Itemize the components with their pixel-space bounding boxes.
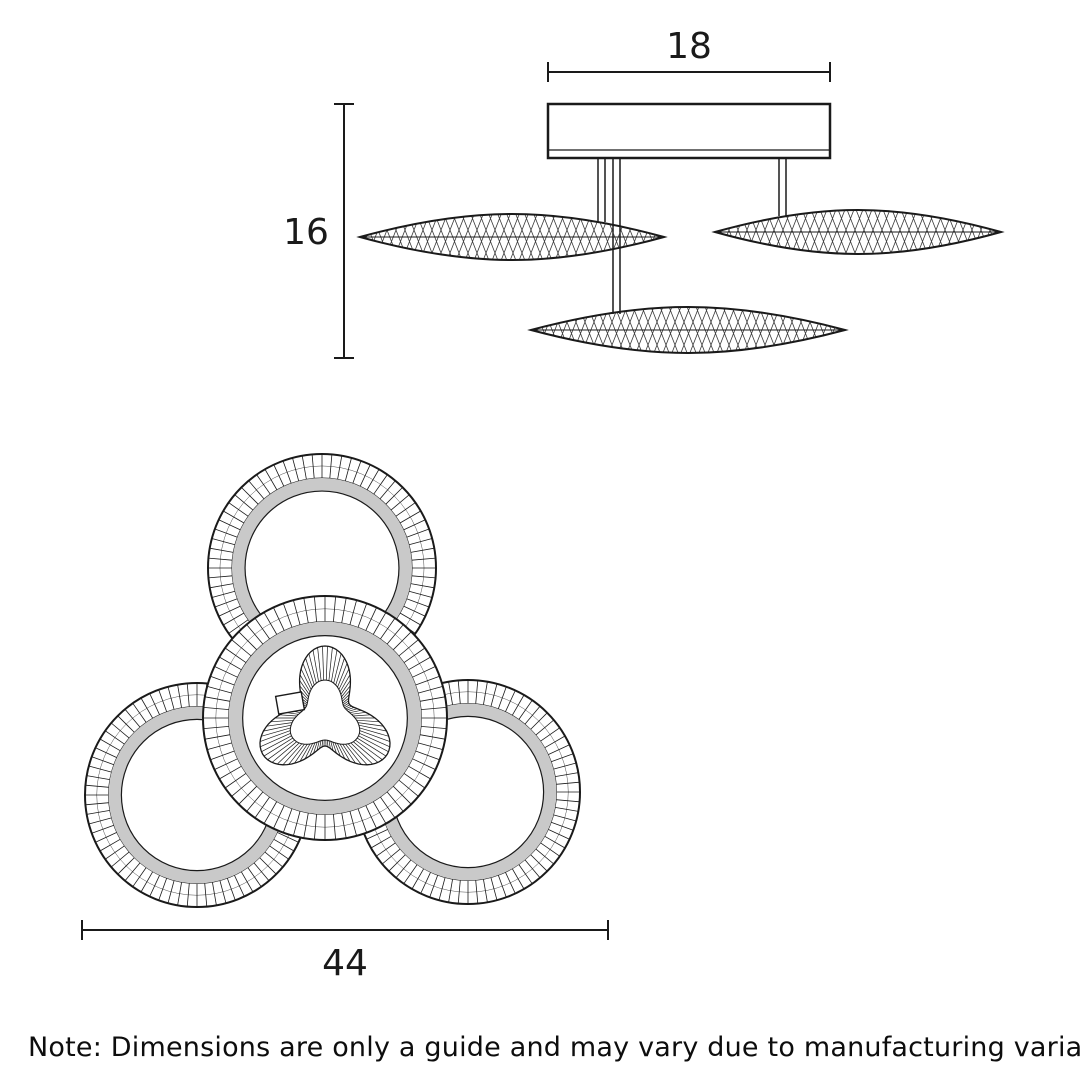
crystal-bar — [527, 305, 849, 355]
hub-inner-outline — [289, 679, 361, 745]
plan-view: 44 — [81, 453, 609, 984]
crystal-ring — [202, 595, 448, 841]
dimension-height: 16 — [283, 103, 354, 359]
dimension-overall: 44 — [81, 920, 609, 984]
canopy-plate — [546, 102, 832, 160]
dimension-label-overall-width: 44 — [322, 943, 368, 984]
dimension-label-fixture-height: 16 — [283, 212, 329, 253]
crystal-bar — [711, 208, 1005, 256]
crystal-bars — [356, 208, 1005, 355]
dimension-label-canopy-width: 18 — [666, 26, 712, 67]
dimension-width: 18 — [547, 26, 831, 82]
hub-connector — [274, 691, 306, 715]
side-view: 18 16 — [283, 26, 1005, 359]
ring-cluster — [84, 453, 581, 908]
ceiling-canopy — [546, 102, 832, 160]
crystal-bar — [356, 212, 668, 262]
note-text: Note: Dimensions are only a guide and ma… — [28, 1032, 1080, 1063]
